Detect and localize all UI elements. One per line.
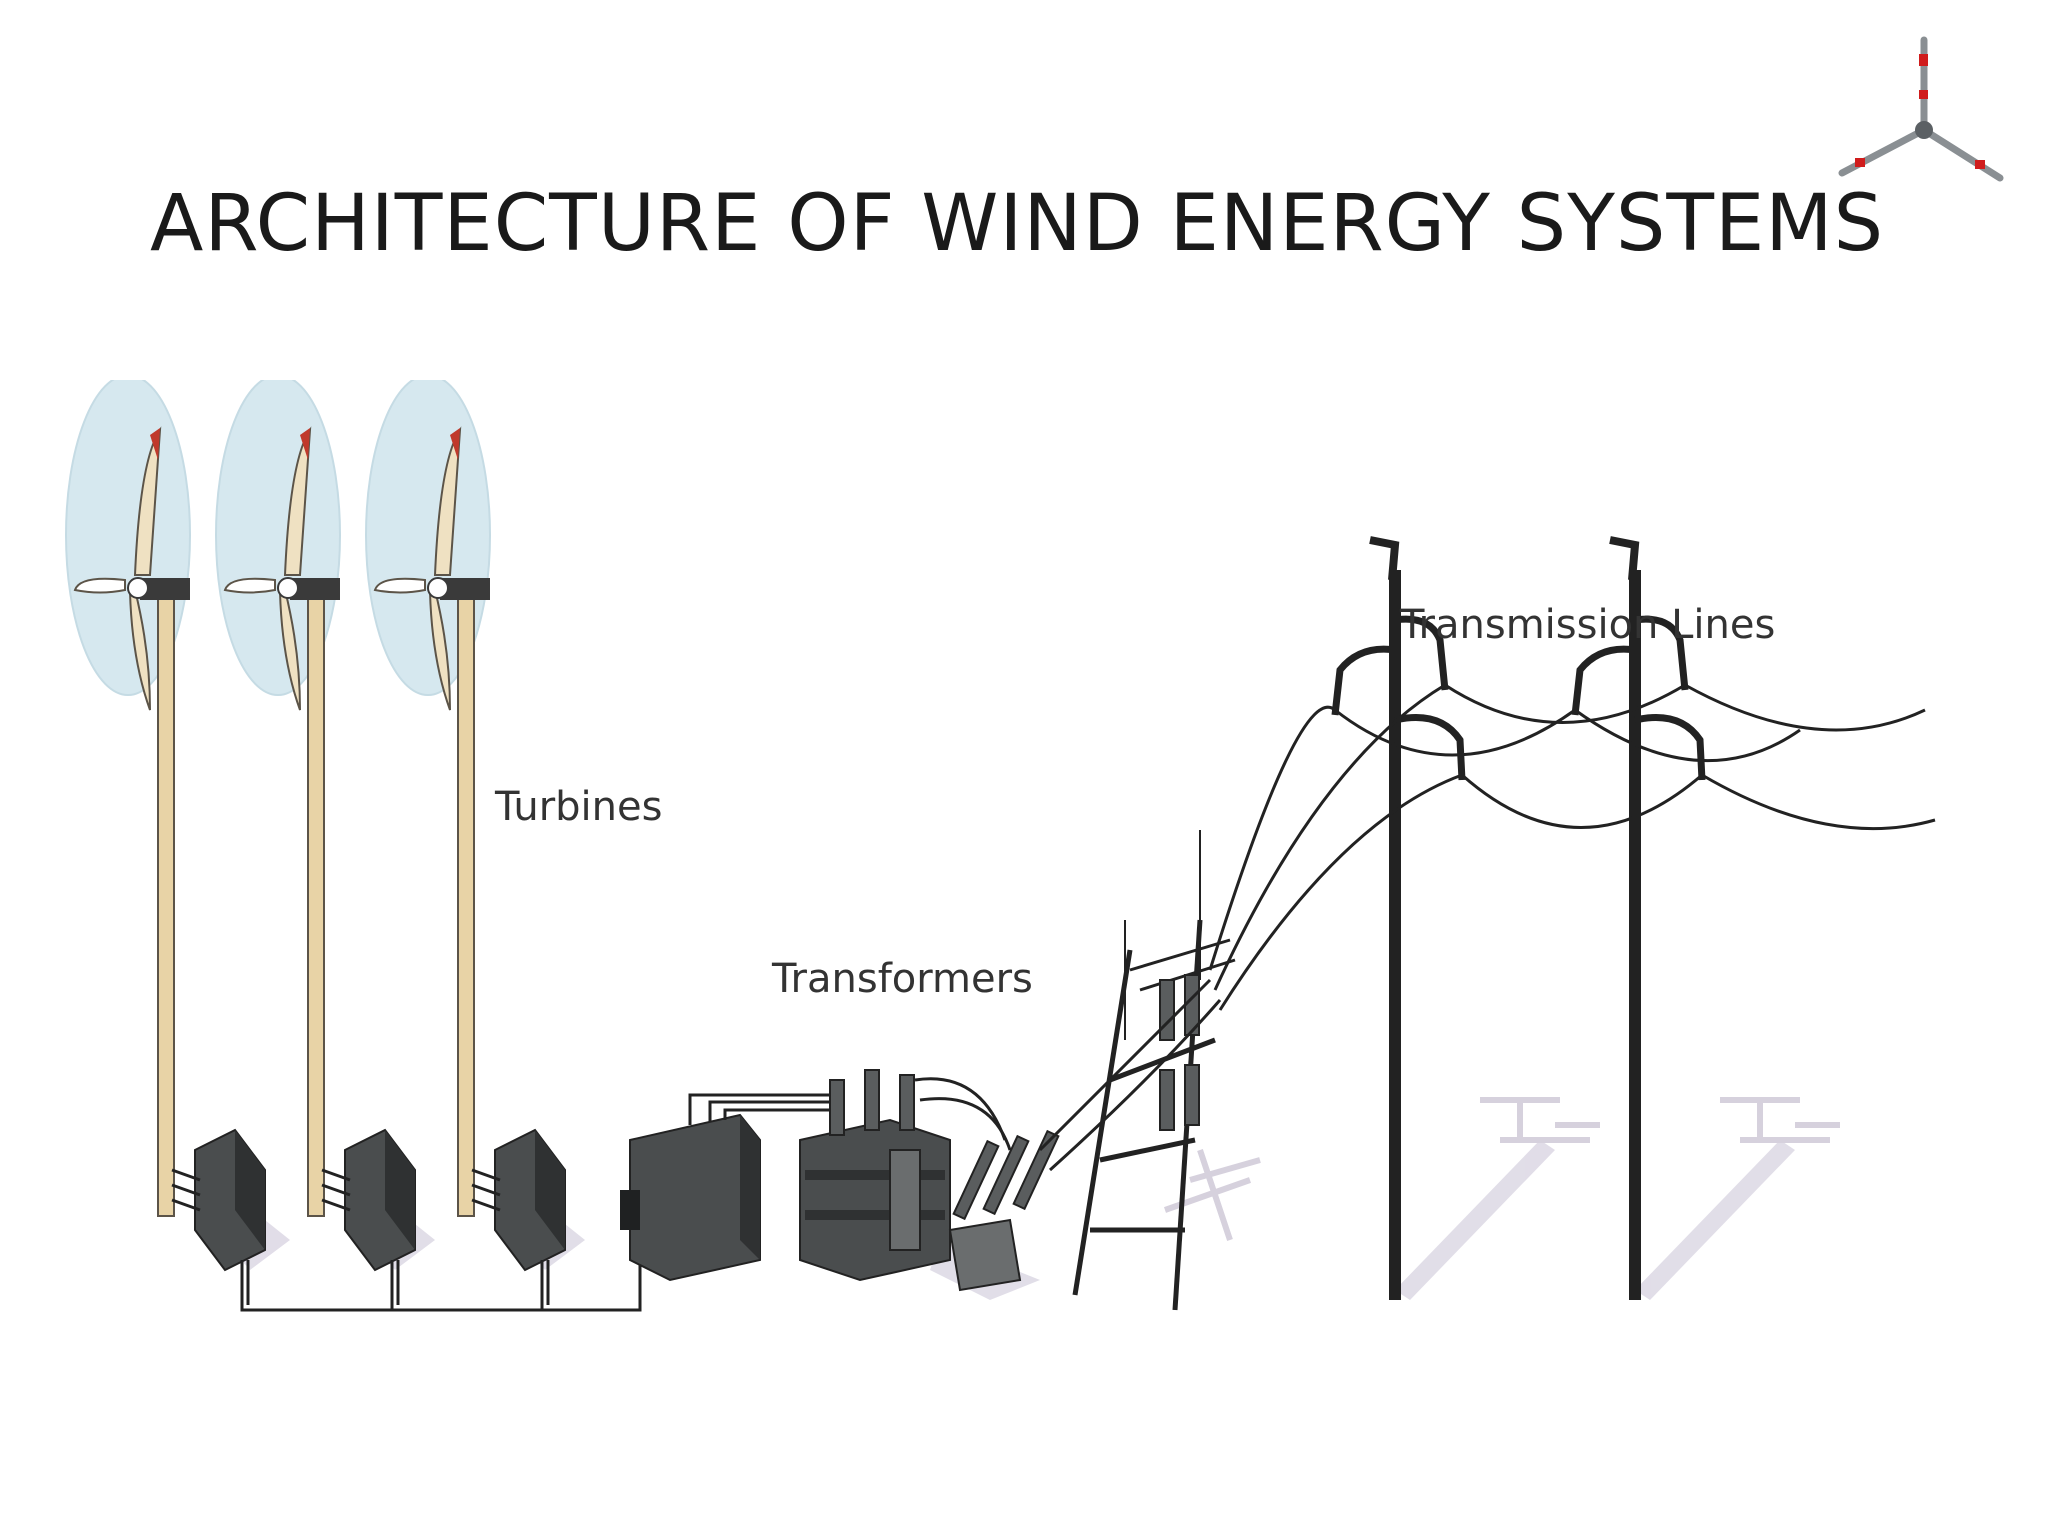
transformer	[620, 1093, 830, 1282]
collector-cables	[240, 1240, 642, 1312]
transmission-lines-label: Transmission Lines	[1399, 602, 1775, 648]
transmission-tower	[1571, 536, 1706, 1300]
transformers-label: Transformers	[771, 956, 1033, 1002]
converter-box	[171, 1128, 266, 1272]
power-lines	[1038, 683, 1936, 1172]
wind-turbine	[65, 380, 191, 1217]
switchgear	[948, 1129, 1060, 1292]
wind-energy-diagram: Turbines Transformers Transmission Lines	[65, 380, 1936, 1312]
turbine-logo-icon	[1838, 36, 2004, 182]
turbines-label: Turbines	[494, 784, 662, 830]
transformer	[799, 1069, 1012, 1282]
pole-shadow-marks	[1164, 1097, 1840, 1241]
wind-turbine	[215, 380, 341, 1217]
converter-box	[471, 1128, 566, 1272]
substation-tower	[1072, 830, 1236, 1311]
wind-turbine	[365, 380, 491, 1217]
page-title: ARCHITECTURE OF WIND ENERGY SYSTEMS	[150, 179, 1885, 269]
converter-box	[321, 1128, 416, 1272]
transmission-tower	[1331, 536, 1466, 1300]
